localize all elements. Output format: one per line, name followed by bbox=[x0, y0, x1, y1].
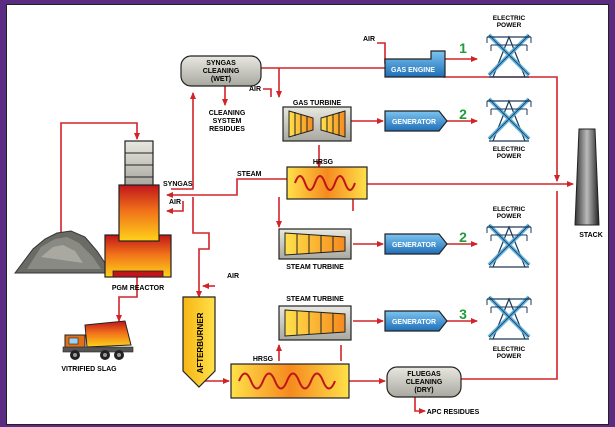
number-2a: 2 bbox=[459, 106, 467, 122]
generator-2: GENERATOR 2 bbox=[384, 229, 467, 255]
generator-3-label: GENERATOR bbox=[392, 319, 436, 326]
tower-icon-1 bbox=[486, 33, 532, 78]
electric-power-3-line-2: POWER bbox=[497, 213, 522, 220]
gas-turbine-label: GAS TURBINE bbox=[293, 100, 342, 107]
slag-truck-icon: VITRIFIED SLAG bbox=[61, 320, 134, 373]
electric-power-4-line-2: POWER bbox=[497, 353, 522, 360]
gas-engine: AIR GAS ENGINE 1 bbox=[363, 36, 467, 78]
syngas-label: SYNGAS bbox=[163, 181, 193, 188]
apc-residues-label: APC RESIDUES bbox=[427, 409, 480, 416]
electric-power-2-line-1: ELECTRIC bbox=[493, 146, 526, 153]
number-2b: 2 bbox=[459, 229, 467, 245]
tower-icon-4 bbox=[486, 295, 532, 340]
steam-turbine-top: STEAM TURBINE bbox=[278, 228, 352, 271]
generator-1: GENERATOR 2 bbox=[384, 106, 467, 132]
cleaning-residues-label: CLEANING SYSTEM RESIDUES bbox=[209, 110, 246, 133]
syngas-cleaning-label-3: (WET) bbox=[211, 76, 231, 83]
cleaning-residues-line-3: RESIDUES bbox=[209, 126, 245, 133]
afterburner: AIR AFTERBURNER bbox=[182, 273, 239, 388]
flow-lines bbox=[60, 42, 574, 414]
hrsg-top-label: HRSG bbox=[313, 159, 334, 166]
air-gas-turbine-label: AIR bbox=[249, 86, 261, 93]
number-1: 1 bbox=[459, 40, 467, 56]
air-gas-engine-label: AIR bbox=[363, 36, 375, 43]
hrsg-bottom-label: HRSG bbox=[253, 356, 274, 363]
cleaning-residues-line-2: SYSTEM bbox=[213, 118, 242, 125]
electric-power-1-line-1: ELECTRIC bbox=[493, 15, 526, 22]
electric-power-labels: ELECTRIC POWER ELECTRIC POWER ELECTRIC P… bbox=[493, 15, 526, 360]
fluegas-label-3: (DRY) bbox=[414, 387, 433, 394]
electric-power-2-line-2: POWER bbox=[497, 153, 522, 160]
afterburner-label: AFTERBURNER bbox=[196, 312, 205, 373]
tower-icon-3 bbox=[486, 223, 532, 268]
steam-turbine-bottom: STEAM TURBINE bbox=[278, 296, 352, 341]
process-diagram: PGM REACTOR SYNGAS CLEANING (WET) CLEANI… bbox=[14, 15, 603, 416]
diagram-frame: PGM REACTOR SYNGAS CLEANING (WET) CLEANI… bbox=[6, 4, 609, 425]
syngas-cleaning-label-1: SYNGAS bbox=[206, 60, 236, 67]
number-3: 3 bbox=[459, 306, 467, 322]
electric-power-4-line-1: ELECTRIC bbox=[493, 346, 526, 353]
stack-label: STACK bbox=[579, 232, 603, 239]
hrsg-bottom: HRSG bbox=[230, 356, 350, 399]
generator-1-label: GENERATOR bbox=[392, 119, 436, 126]
feedstock-pile bbox=[14, 230, 112, 274]
syngas-cleaning-label-2: CLEANING bbox=[203, 68, 240, 75]
fluegas-cleaning-unit: FLUEGAS CLEANING (DRY) APC RESIDUES bbox=[386, 366, 480, 416]
generator-2-label: GENERATOR bbox=[392, 242, 436, 249]
air-afterburner-label: AIR bbox=[227, 273, 239, 280]
gas-engine-label: GAS ENGINE bbox=[391, 67, 435, 74]
pgm-reactor: PGM REACTOR bbox=[104, 140, 172, 292]
electric-power-1-line-2: POWER bbox=[497, 22, 522, 29]
electric-power-3-line-1: ELECTRIC bbox=[493, 206, 526, 213]
tower-icon-2 bbox=[486, 97, 532, 142]
steam-turbine-bottom-label: STEAM TURBINE bbox=[286, 296, 344, 303]
air-reactor-label: AIR bbox=[169, 199, 181, 206]
steam-turbine-top-label: STEAM TURBINE bbox=[286, 264, 344, 271]
gas-turbine: AIR GAS TURBINE bbox=[249, 86, 352, 142]
stack: STACK bbox=[574, 128, 603, 239]
steam-label: STEAM bbox=[237, 171, 262, 178]
fluegas-label-1: FLUEGAS bbox=[407, 371, 441, 378]
pgm-reactor-label: PGM REACTOR bbox=[112, 285, 164, 292]
hrsg-top: HRSG bbox=[286, 159, 368, 200]
vitrified-slag-label: VITRIFIED SLAG bbox=[61, 366, 117, 373]
fluegas-label-2: CLEANING bbox=[406, 379, 443, 386]
cleaning-residues-line-1: CLEANING bbox=[209, 110, 246, 117]
generator-3: GENERATOR 3 bbox=[384, 306, 467, 332]
syngas-cleaning-unit: SYNGAS CLEANING (WET) bbox=[180, 55, 262, 87]
transmission-towers bbox=[486, 33, 532, 340]
